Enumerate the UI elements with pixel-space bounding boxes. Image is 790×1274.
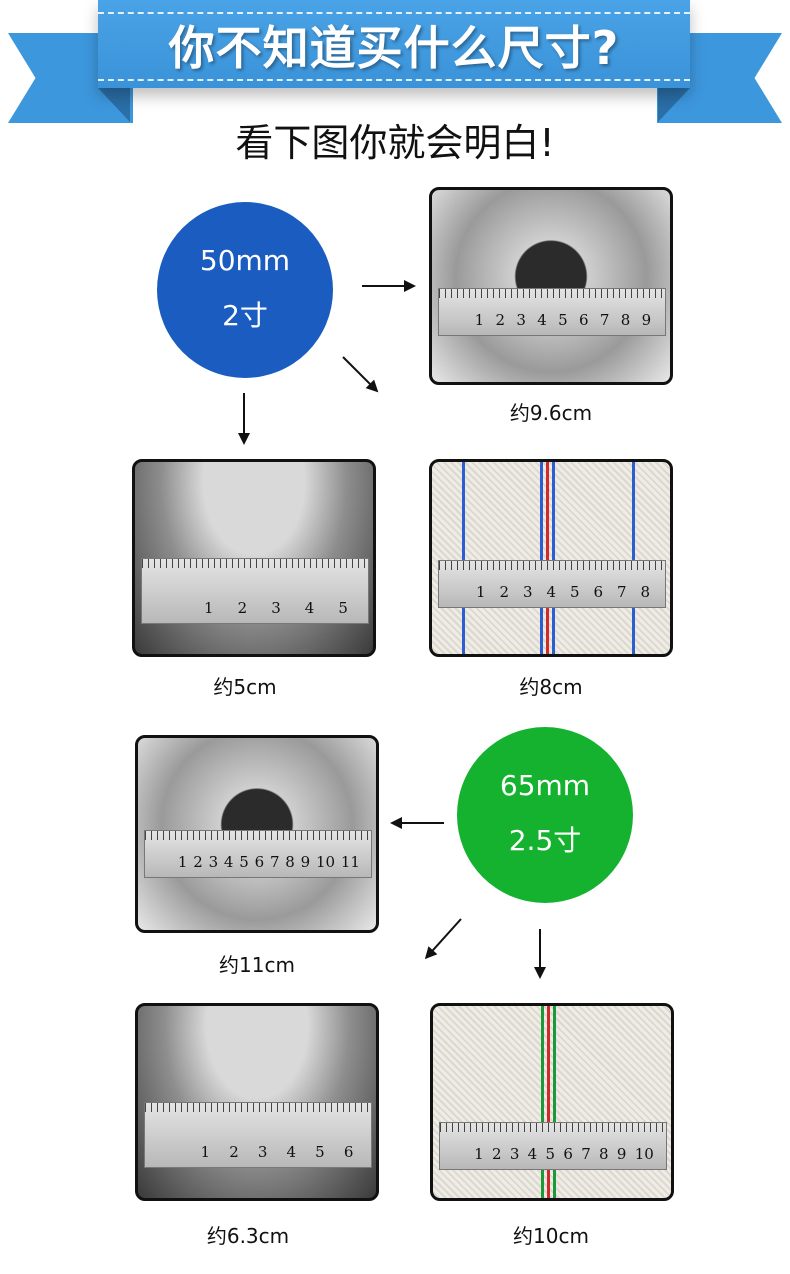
caption: 约11cm [219, 953, 295, 977]
ruler-tick-label: 4 [304, 599, 315, 617]
hose-stripe [632, 462, 635, 654]
ruler-tick-label: 4 [546, 583, 557, 601]
caption: 约10cm [513, 1224, 589, 1248]
ruler-tick-label: 5 [558, 311, 568, 329]
ruler-tick-label: 1 [475, 583, 486, 601]
ruler-tick-label: 3 [257, 1143, 268, 1161]
photo-pipe-end-50mm: 1 2 3 4 5 [132, 459, 376, 657]
ruler: 1 2 3 4 5 [141, 558, 369, 624]
ruler-tick-label: 2 [229, 1143, 239, 1161]
ruler-tick-label: 2 [491, 1145, 502, 1163]
caption: 约5cm [213, 675, 277, 699]
size-cun: 2寸 [222, 299, 268, 332]
ruler-tick-label: 5 [239, 853, 249, 871]
ruler-tick-label: 2 [499, 583, 510, 601]
hose-stripe [541, 1006, 544, 1198]
ruler-tick-label: 8 [599, 1145, 609, 1163]
ruler-tick-label: 6 [343, 1143, 354, 1161]
arrow-down-icon [539, 929, 541, 977]
ruler-tick-label: 5 [569, 583, 580, 601]
caption: 约6.3cm [206, 1224, 290, 1248]
size-cun: 2.5寸 [508, 824, 582, 857]
ruler-tick-label: 6 [593, 583, 604, 601]
ruler-tick-label: 9 [616, 1145, 627, 1163]
size-circle-65mm: 65mm 2.5寸 [457, 727, 633, 903]
ruler-tick-label: 3 [208, 853, 219, 871]
ruler-tick-label: 1 [177, 853, 188, 871]
ruler-tick-label: 3 [509, 1145, 520, 1163]
arrow-diagonal-icon [342, 356, 378, 392]
subtitle: 看下图你就会明白! [235, 121, 555, 165]
ruler-tick-label: 8 [620, 311, 631, 329]
arrow-down-icon [243, 393, 245, 443]
ruler-tick-label: 7 [599, 311, 610, 329]
arrow-left-icon [392, 822, 444, 824]
size-circle-50mm: 50mm 2寸 [157, 202, 333, 378]
ruler-tick-label: 1 [204, 599, 214, 617]
ruler-tick-label: 3 [516, 311, 526, 329]
ruler-tick-label: 3 [271, 599, 281, 617]
ruler-tick-label: 2 [495, 311, 506, 329]
hose-stripe [546, 462, 549, 654]
ruler-tick-label: 10 [634, 1145, 654, 1163]
ruler-tick-label: 7 [581, 1145, 591, 1163]
ruler-tick-label: 1 [474, 311, 485, 329]
caption: 约9.6cm [509, 401, 593, 425]
title-banner: 你不知道买什么尺寸? [98, 0, 690, 88]
ruler-tick-label: 6 [563, 1145, 573, 1163]
hose-stripe [553, 1006, 556, 1198]
ruler-tick-label: 3 [522, 583, 533, 601]
ruler-tick-label: 6 [254, 853, 265, 871]
ruler-tick-label: 4 [537, 311, 547, 329]
banner-title: 你不知道买什么尺寸? [168, 21, 620, 75]
hose-stripe [552, 462, 555, 654]
ruler-tick-label: 4 [286, 1143, 297, 1161]
arrow-diagonal-icon [425, 918, 462, 959]
ruler-tick-label: 2 [237, 599, 248, 617]
size-mm: 65mm [499, 769, 591, 802]
ruler-tick-label: 11 [340, 853, 360, 871]
ruler-tick-label: 9 [300, 853, 311, 871]
ruler-tick-label: 7 [269, 853, 280, 871]
ruler-tick-label: 8 [640, 583, 651, 601]
ruler-tick-label: 8 [285, 853, 295, 871]
hose-stripe [547, 1006, 550, 1198]
ruler-tick-label: 1 [200, 1143, 211, 1161]
caption: 约8cm [519, 675, 583, 699]
size-mm: 50mm [199, 244, 291, 277]
ruler-tick-label: 4 [223, 853, 234, 871]
ruler-tick-label: 5 [315, 1143, 325, 1161]
hose-stripe [540, 462, 543, 654]
ruler-tick-label: 5 [338, 599, 348, 617]
ruler-tick-label: 10 [315, 853, 336, 871]
ruler-tick-label: 5 [545, 1145, 556, 1163]
hose-stripe [462, 462, 465, 654]
ruler-tick-label: 7 [616, 583, 627, 601]
ruler-tick-label: 6 [579, 311, 589, 329]
ruler-tick-label: 2 [193, 853, 203, 871]
ruler-tick-label: 4 [527, 1145, 538, 1163]
ruler-tick-label: 1 [474, 1145, 484, 1163]
arrow-right-icon [362, 280, 416, 292]
ruler-tick-label: 9 [641, 311, 652, 329]
